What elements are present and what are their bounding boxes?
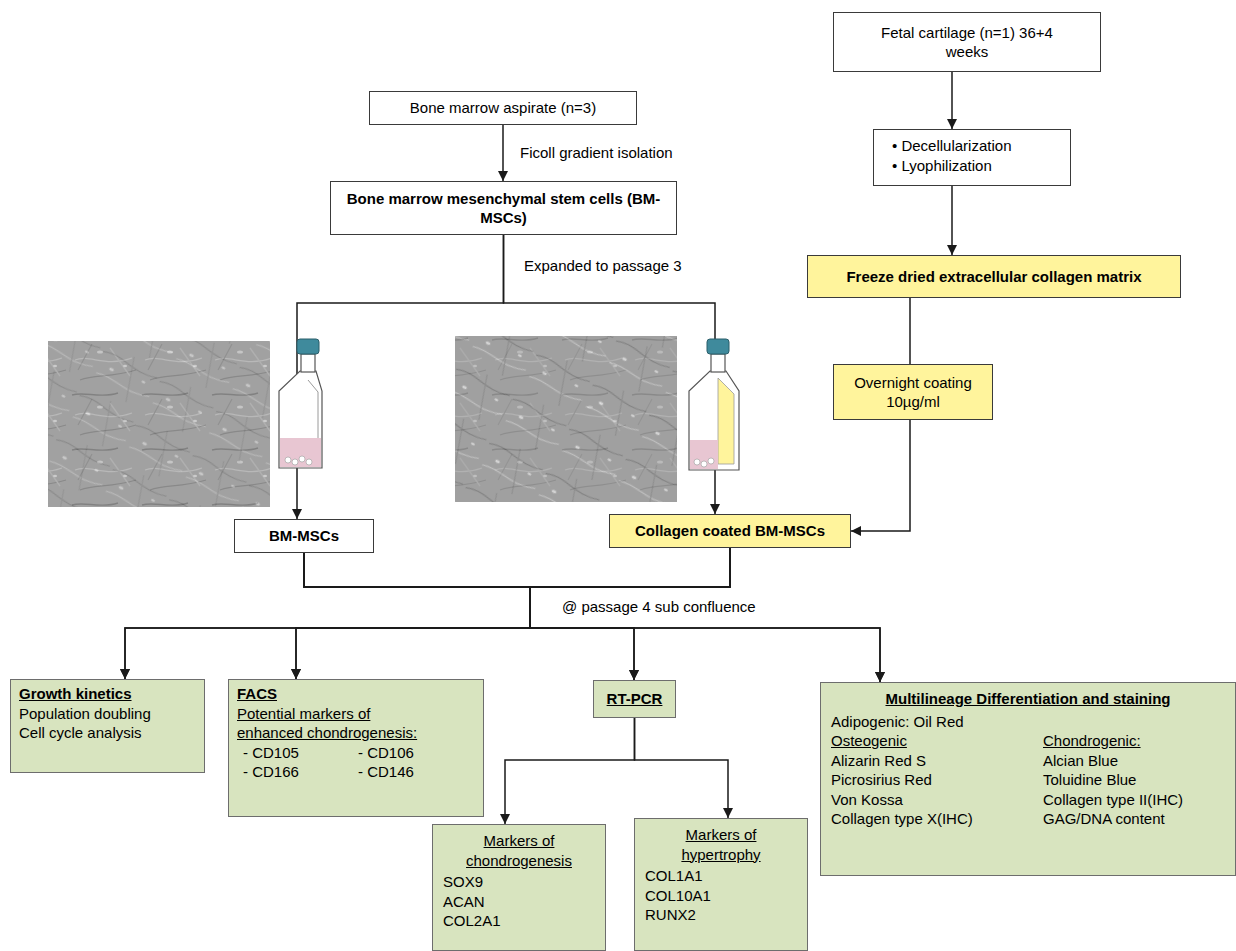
box-text: Bone marrow mesenchymal stem cells (BM-M… — [339, 189, 668, 228]
box-text: COL10A1 — [645, 886, 797, 906]
box-text: Overnight coating 10µg/ml — [846, 373, 981, 412]
box-text: COL1A1 — [645, 866, 797, 886]
box-text: Alizarin Red S — [831, 751, 1013, 771]
culture-box: BM-MSCs — [234, 519, 374, 553]
text-group: Multilineage Differentiation and stainin… — [831, 689, 1225, 709]
edge-label: Expanded to passage 3 — [522, 256, 684, 276]
box-text: • Lyophilization — [892, 156, 1062, 176]
micrograph — [48, 341, 270, 507]
box-text: GAG/DNA content — [1043, 809, 1225, 829]
flow-arrow — [125, 553, 530, 679]
step-note: @ passage 4 sub confluence — [560, 597, 758, 617]
box-text: Collagen type X(IHC) — [831, 809, 1013, 829]
flow-arrow — [530, 548, 880, 682]
analysis-box: FACSPotential markers of enhanced chondr… — [228, 679, 484, 817]
marker-box: Markers of hypertrophyCOL1A1COL10A1RUNX2 — [634, 818, 808, 951]
box-text: Adipogenic: Oil Red — [831, 712, 1013, 732]
flow-arrow — [304, 553, 880, 682]
box-text: Freeze dried extracellular collagen matr… — [816, 267, 1172, 287]
flow-arrow — [635, 718, 729, 818]
box-text: Von Kossa — [831, 790, 1013, 810]
box-text: Markers of hypertrophy — [666, 825, 776, 864]
box-text: Toluidine Blue — [1043, 770, 1225, 790]
culture-flask — [689, 339, 739, 470]
box-text: Alcian Blue — [1043, 751, 1225, 771]
box-text: FACS — [237, 684, 475, 704]
culture-box: Collagen coated BM-MSCs — [609, 514, 851, 548]
box-text: - CD166 — [243, 762, 358, 782]
box-text: - CD146 — [358, 762, 473, 782]
box-text: Bone marrow aspirate (n=3) — [378, 98, 628, 118]
box-text: SOX9 — [443, 872, 595, 892]
box-text: • Decellularization — [892, 136, 1062, 156]
analysis-box: Multilineage Differentiation and stainin… — [820, 682, 1236, 876]
culture-flask — [279, 339, 322, 468]
box-text: Growth kinetics — [19, 684, 196, 704]
box-text: Multilineage Differentiation and stainin… — [831, 689, 1225, 709]
box-text: Potential markers of enhanced chondrogen… — [237, 704, 427, 743]
box-text: - CD105 — [243, 743, 358, 763]
analysis-box: RT-PCR — [593, 680, 676, 718]
flow-arrow — [951, 186, 953, 255]
source-box: Bone marrow aspirate (n=3) — [369, 91, 637, 125]
text-group: Chondrogenic:Alcian BlueToluidine BlueCo… — [1013, 712, 1225, 829]
process-box: • Decellularization• Lyophilization — [873, 129, 1071, 186]
box-text: ACAN — [443, 892, 595, 912]
marker-box: Markers of chondrogenesisSOX9ACANCOL2A1 — [432, 824, 606, 951]
micrograph — [455, 336, 677, 502]
box-text: RUNX2 — [645, 905, 797, 925]
box-text: Population doubling — [19, 704, 196, 724]
box-text: Chondrogenic: — [1043, 731, 1225, 751]
edge-label: Ficoll gradient isolation — [518, 143, 675, 163]
box-text: Osteogenic — [831, 731, 1013, 751]
box-text: Collagen coated BM-MSCs — [618, 521, 842, 541]
text-group: Adipogenic: Oil RedOsteogenicAlizarin Re… — [831, 712, 1225, 829]
analysis-box: Growth kineticsPopulation doublingCell c… — [10, 679, 205, 773]
box-text: BM-MSCs — [243, 526, 365, 546]
text-group: Adipogenic: Oil RedOsteogenicAlizarin Re… — [831, 712, 1013, 829]
flow-arrow — [304, 553, 634, 680]
flow-arrow — [951, 72, 953, 129]
box-text: Picrosirius Red — [831, 770, 1013, 790]
text-group: - CD105- CD106- CD166- CD146 — [237, 743, 475, 782]
flow-arrow — [502, 125, 504, 181]
box-text: Collagen type II(IHC) — [1043, 790, 1225, 810]
process-box: Bone marrow mesenchymal stem cells (BM-M… — [330, 181, 677, 235]
box-text: RT-PCR — [602, 689, 667, 709]
flow-arrow — [505, 718, 635, 824]
box-text: Cell cycle analysis — [19, 723, 196, 743]
box-text: Fetal cartilage (n=1) 36+4 weeks — [880, 23, 1055, 62]
box-text: - CD106 — [358, 743, 473, 763]
source-box: Fetal cartilage (n=1) 36+4 weeks — [833, 12, 1101, 72]
flow-arrow — [851, 420, 910, 531]
flow-arrow — [296, 553, 530, 679]
process-box: Overnight coating 10µg/ml — [833, 364, 993, 420]
box-text: Markers of chondrogenesis — [454, 831, 584, 870]
text-group: FACSPotential markers of enhanced chondr… — [237, 684, 475, 743]
material-box: Freeze dried extracellular collagen matr… — [807, 255, 1181, 298]
flow-arrow — [909, 298, 911, 364]
box-text: COL2A1 — [443, 911, 595, 931]
